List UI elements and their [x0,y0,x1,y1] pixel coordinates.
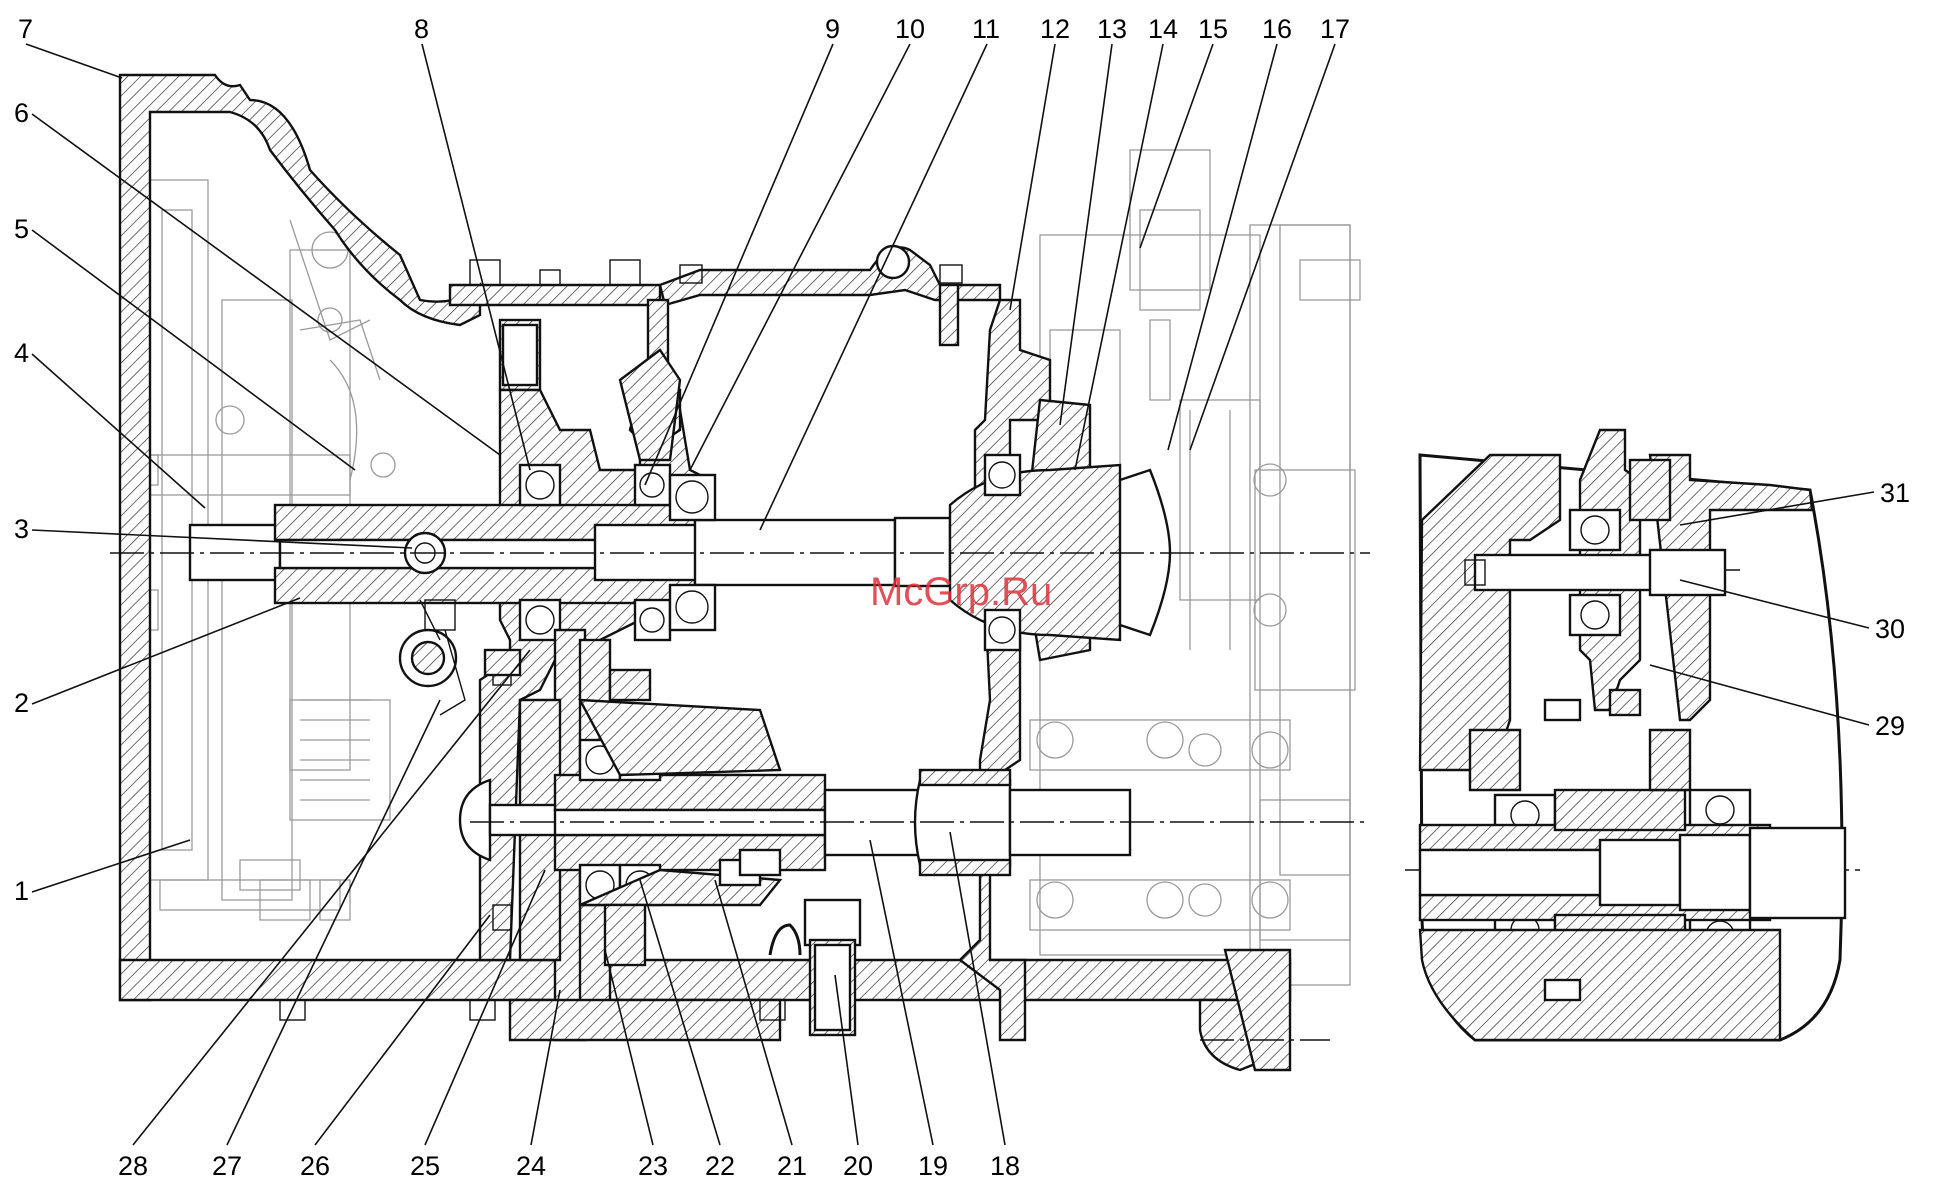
callout-label-23: 23 [638,1151,668,1180]
callout-leader-2 [32,598,300,704]
callout-label-19: 19 [918,1151,948,1180]
callout-leader-1 [32,840,190,892]
callout-label-3: 3 [14,514,29,544]
input-shaft-assembly [190,505,950,603]
callout-label-12: 12 [1040,14,1070,44]
callout-label-17: 17 [1320,14,1350,44]
callout-leader-26 [315,915,490,1145]
callout-label-15: 15 [1198,14,1228,44]
callout-label-18: 18 [990,1151,1020,1180]
callout-leader-16 [1168,44,1277,450]
callout-label-28: 28 [118,1151,148,1180]
callout-label-30: 30 [1875,614,1905,644]
watermark-text: McGrp.Ru [870,570,1052,614]
callout-label-31: 31 [1880,478,1910,508]
callout-label-2: 2 [14,688,29,718]
callout-label-14: 14 [1148,14,1178,44]
callout-leader-12 [1010,44,1055,310]
callout-label-11: 11 [972,14,1000,44]
callout-label-5: 5 [14,214,29,244]
callout-label-7: 7 [18,14,33,44]
callout-label-16: 16 [1262,14,1292,44]
callout-leader-15 [1140,44,1213,248]
callout-label-1: 1 [14,876,29,906]
callout-leader-4 [32,354,205,508]
callout-label-26: 26 [300,1151,330,1180]
callout-label-13: 13 [1097,14,1127,44]
callout-label-24: 24 [516,1151,546,1180]
callout-label-6: 6 [14,98,29,128]
callout-label-25: 25 [410,1151,440,1180]
callout-label-8: 8 [414,14,429,44]
callout-leader-14 [1075,44,1163,470]
callout-leader-7 [26,44,122,78]
callout-label-4: 4 [14,338,29,368]
callout-label-9: 9 [825,14,840,44]
callout-leader-27 [227,700,440,1145]
callout-leader-5 [32,230,355,470]
callout-label-20: 20 [843,1151,873,1180]
callout-label-21: 21 [777,1151,807,1180]
callout-label-22: 22 [705,1151,735,1180]
callout-label-27: 27 [212,1151,242,1180]
callout-leader-17 [1190,44,1335,450]
callout-leader-9 [645,44,833,485]
top-cover [450,246,1000,390]
callout-label-10: 10 [895,14,925,44]
inset-detail [1420,430,1845,1040]
release-fork [400,600,465,715]
callout-leader-8 [422,44,530,470]
callout-label-29: 29 [1875,711,1905,741]
